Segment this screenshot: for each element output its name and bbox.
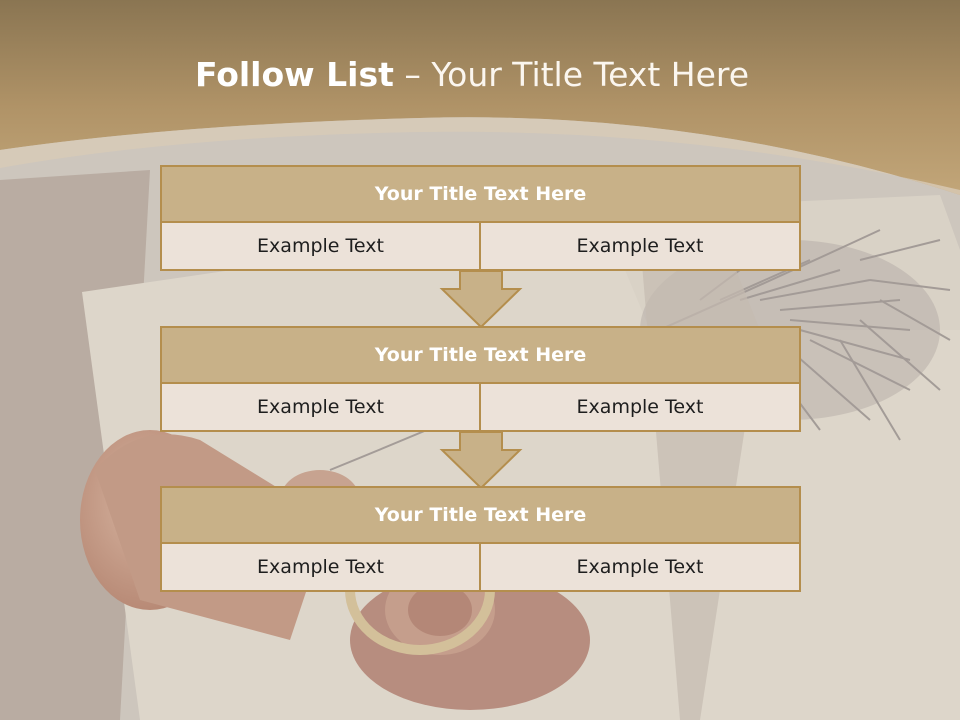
block-cell-right: Example Text bbox=[479, 382, 801, 432]
list-block-2: Your Title Text Here Example Text Exampl… bbox=[160, 326, 801, 432]
block-cell-right: Example Text bbox=[479, 542, 801, 592]
block-title: Your Title Text Here bbox=[160, 165, 801, 223]
list-block-1: Your Title Text Here Example Text Exampl… bbox=[160, 165, 801, 271]
block-title: Your Title Text Here bbox=[160, 326, 801, 384]
down-arrow-icon bbox=[439, 270, 523, 329]
down-arrow-icon bbox=[439, 431, 523, 490]
slide-title-rest: – Your Title Text Here bbox=[393, 55, 750, 94]
block-cell-left: Example Text bbox=[160, 382, 481, 432]
slide-title: Follow List – Your Title Text Here bbox=[0, 50, 944, 100]
block-cell-left: Example Text bbox=[160, 221, 481, 271]
list-block-3: Your Title Text Here Example Text Exampl… bbox=[160, 486, 801, 592]
block-cell-left: Example Text bbox=[160, 542, 481, 592]
block-cell-right: Example Text bbox=[479, 221, 801, 271]
slide-title-bold: Follow List bbox=[194, 55, 394, 94]
block-title: Your Title Text Here bbox=[160, 486, 801, 544]
